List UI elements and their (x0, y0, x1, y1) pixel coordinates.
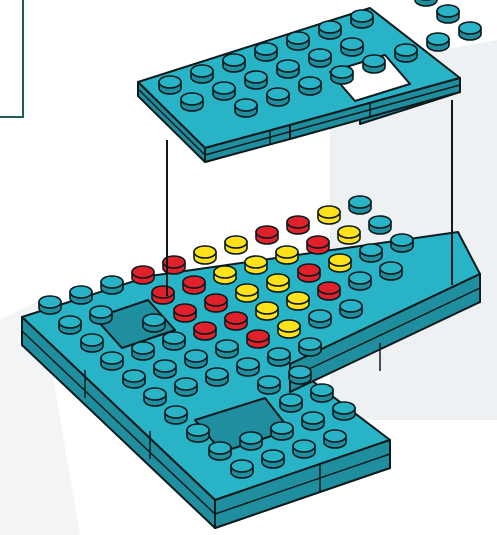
stud (391, 234, 413, 252)
stud (459, 22, 481, 40)
stud (144, 388, 166, 406)
stud (191, 65, 213, 83)
stud (293, 440, 315, 458)
stud (280, 394, 302, 412)
stud (333, 402, 355, 420)
stud (235, 99, 257, 117)
red-stud (287, 216, 309, 234)
yellow-stud (276, 246, 298, 264)
red-stud (307, 236, 329, 254)
red-stud (174, 304, 196, 322)
stud (39, 296, 61, 314)
yellow-stud (236, 284, 258, 302)
yellow-stud (338, 226, 360, 244)
stud (360, 244, 382, 262)
stud (331, 66, 353, 84)
stud (231, 460, 253, 478)
stud (267, 88, 289, 106)
stud (163, 332, 185, 350)
stud (395, 44, 417, 62)
stud (213, 82, 235, 100)
red-stud (225, 312, 247, 330)
stud (415, 0, 437, 6)
stud (181, 93, 203, 111)
stud (154, 360, 176, 378)
stud (255, 43, 277, 61)
stud (349, 272, 371, 290)
stud (262, 450, 284, 468)
stud (349, 196, 371, 214)
stud (302, 412, 324, 430)
stud (223, 54, 245, 72)
stud (258, 376, 280, 394)
stud (309, 49, 331, 67)
stud (245, 71, 267, 89)
yellow-stud (318, 206, 340, 224)
stud (319, 21, 341, 39)
stud (237, 358, 259, 376)
red-stud (132, 266, 154, 284)
stud (159, 76, 181, 94)
stud (206, 368, 228, 386)
red-stud (256, 226, 278, 244)
yellow-stud (329, 254, 351, 272)
stud (70, 286, 92, 304)
yellow-stud (278, 320, 300, 338)
stud (240, 432, 262, 450)
stud (340, 300, 362, 318)
stud (132, 342, 154, 360)
yellow-stud (256, 302, 278, 320)
red-stud (205, 294, 227, 312)
stud (268, 348, 290, 366)
stud (311, 384, 333, 402)
red-stud (298, 264, 320, 282)
stud (287, 32, 309, 50)
stud (101, 276, 123, 294)
stud (341, 38, 363, 56)
stud (363, 55, 385, 73)
red-stud (183, 276, 205, 294)
stud (271, 422, 293, 440)
stud (427, 33, 449, 51)
stud (369, 216, 391, 234)
stud (90, 306, 112, 324)
stud (277, 60, 299, 78)
stud (59, 316, 81, 334)
yellow-stud (225, 236, 247, 254)
stud (185, 350, 207, 368)
stud (309, 310, 331, 328)
red-stud (247, 330, 269, 348)
stud (299, 77, 321, 95)
stud (380, 262, 402, 280)
yellow-stud (267, 274, 289, 292)
yellow-stud (214, 266, 236, 284)
stud (209, 442, 231, 460)
stud (101, 352, 123, 370)
stud (351, 10, 373, 28)
stud (175, 378, 197, 396)
yellow-stud (194, 246, 216, 264)
stud (216, 340, 238, 358)
stud (123, 370, 145, 388)
yellow-stud (287, 292, 309, 310)
stud (324, 430, 346, 448)
stud (289, 366, 311, 384)
stud (437, 5, 459, 23)
yellow-stud (245, 256, 267, 274)
stud (299, 338, 321, 356)
stud (81, 334, 103, 352)
red-stud (152, 286, 174, 304)
stud (143, 314, 165, 332)
red-stud (318, 282, 340, 300)
stud (165, 406, 187, 424)
red-stud (194, 322, 216, 340)
stud (187, 424, 209, 442)
